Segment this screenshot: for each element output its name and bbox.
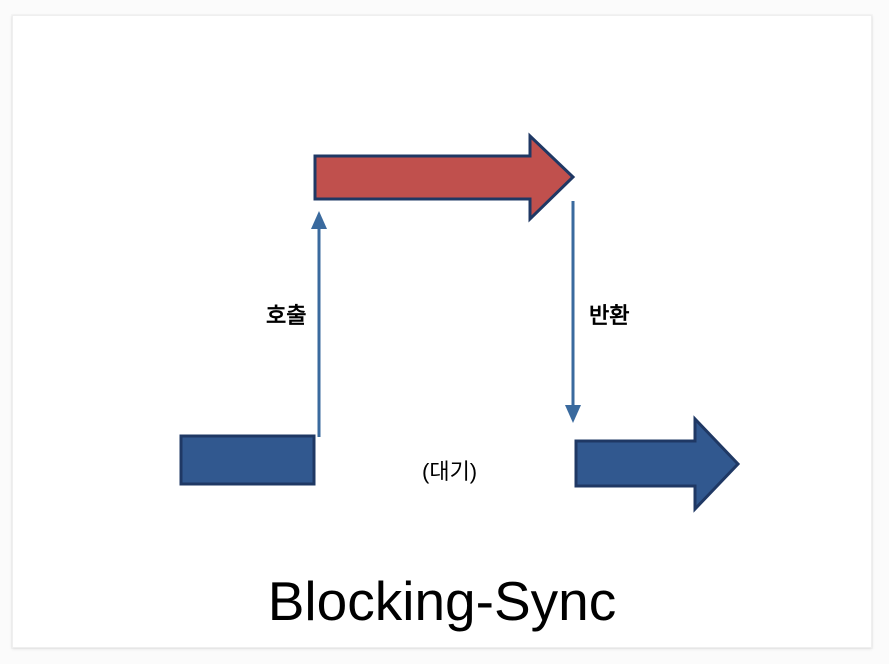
- call-connector[interactable]: [311, 211, 327, 437]
- callee-arrow[interactable]: [313, 132, 576, 223]
- return-connector-arrowhead-icon: [565, 405, 581, 423]
- caller-bar[interactable]: [179, 434, 316, 486]
- call-connector-arrowhead-icon: [311, 211, 327, 229]
- diagram-title: Blocking-Sync: [267, 570, 617, 632]
- caller-resume-arrow-shape[interactable]: [574, 415, 741, 513]
- diagram-vector-layer: [179, 132, 741, 513]
- diagram-canvas: 호출 반환 (대기) Blocking-Sync: [13, 16, 871, 647]
- caller-resume-arrow[interactable]: [574, 415, 741, 513]
- slide-card: 호출 반환 (대기) Blocking-Sync: [12, 15, 872, 648]
- waiting-label: (대기): [422, 459, 478, 484]
- call-label: 호출: [266, 303, 307, 328]
- return-label: 반환: [589, 303, 630, 328]
- return-connector[interactable]: [565, 201, 581, 423]
- caller-bar-shape[interactable]: [179, 434, 316, 486]
- callee-arrow-shape[interactable]: [313, 132, 576, 223]
